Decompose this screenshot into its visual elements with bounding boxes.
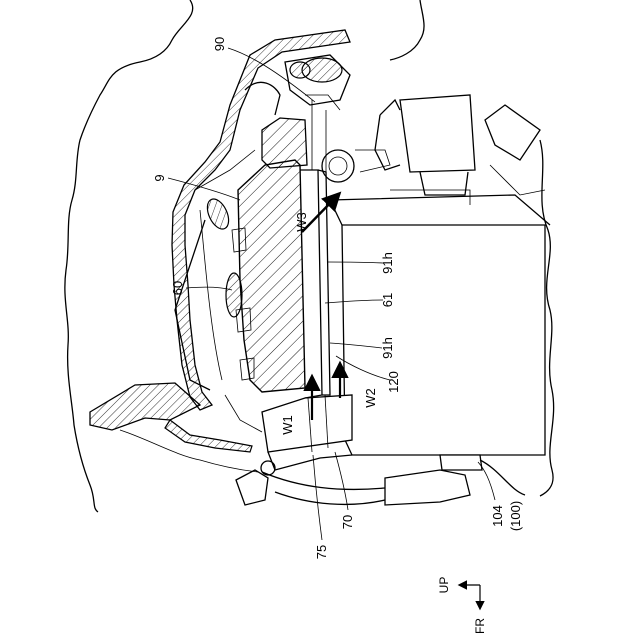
label-w2: W2 [363, 388, 378, 408]
label-61: 61 [380, 293, 395, 307]
label-104: 104 [490, 505, 505, 527]
label-9: 9 [152, 174, 167, 181]
label-100: (100) [508, 501, 523, 531]
label-91h-lower: 91h [380, 337, 395, 359]
label-91h-upper: 91h [380, 252, 395, 274]
component-104-box [330, 190, 550, 455]
top-bracket [375, 95, 545, 195]
label-120: 120 [386, 371, 401, 393]
label-90: 90 [212, 37, 227, 51]
orientation-fr-label: FR [473, 618, 487, 634]
label-70: 70 [340, 515, 355, 529]
orientation-up-label: UP [437, 577, 451, 594]
label-75: 75 [314, 545, 329, 559]
label-60: 60 [170, 281, 185, 295]
label-w1: W1 [280, 415, 295, 435]
lower-hose [236, 455, 525, 505]
component-75-70-duct [262, 395, 352, 470]
orientation-indicator: UP FR [437, 577, 487, 634]
label-w3: W3 [294, 212, 309, 232]
